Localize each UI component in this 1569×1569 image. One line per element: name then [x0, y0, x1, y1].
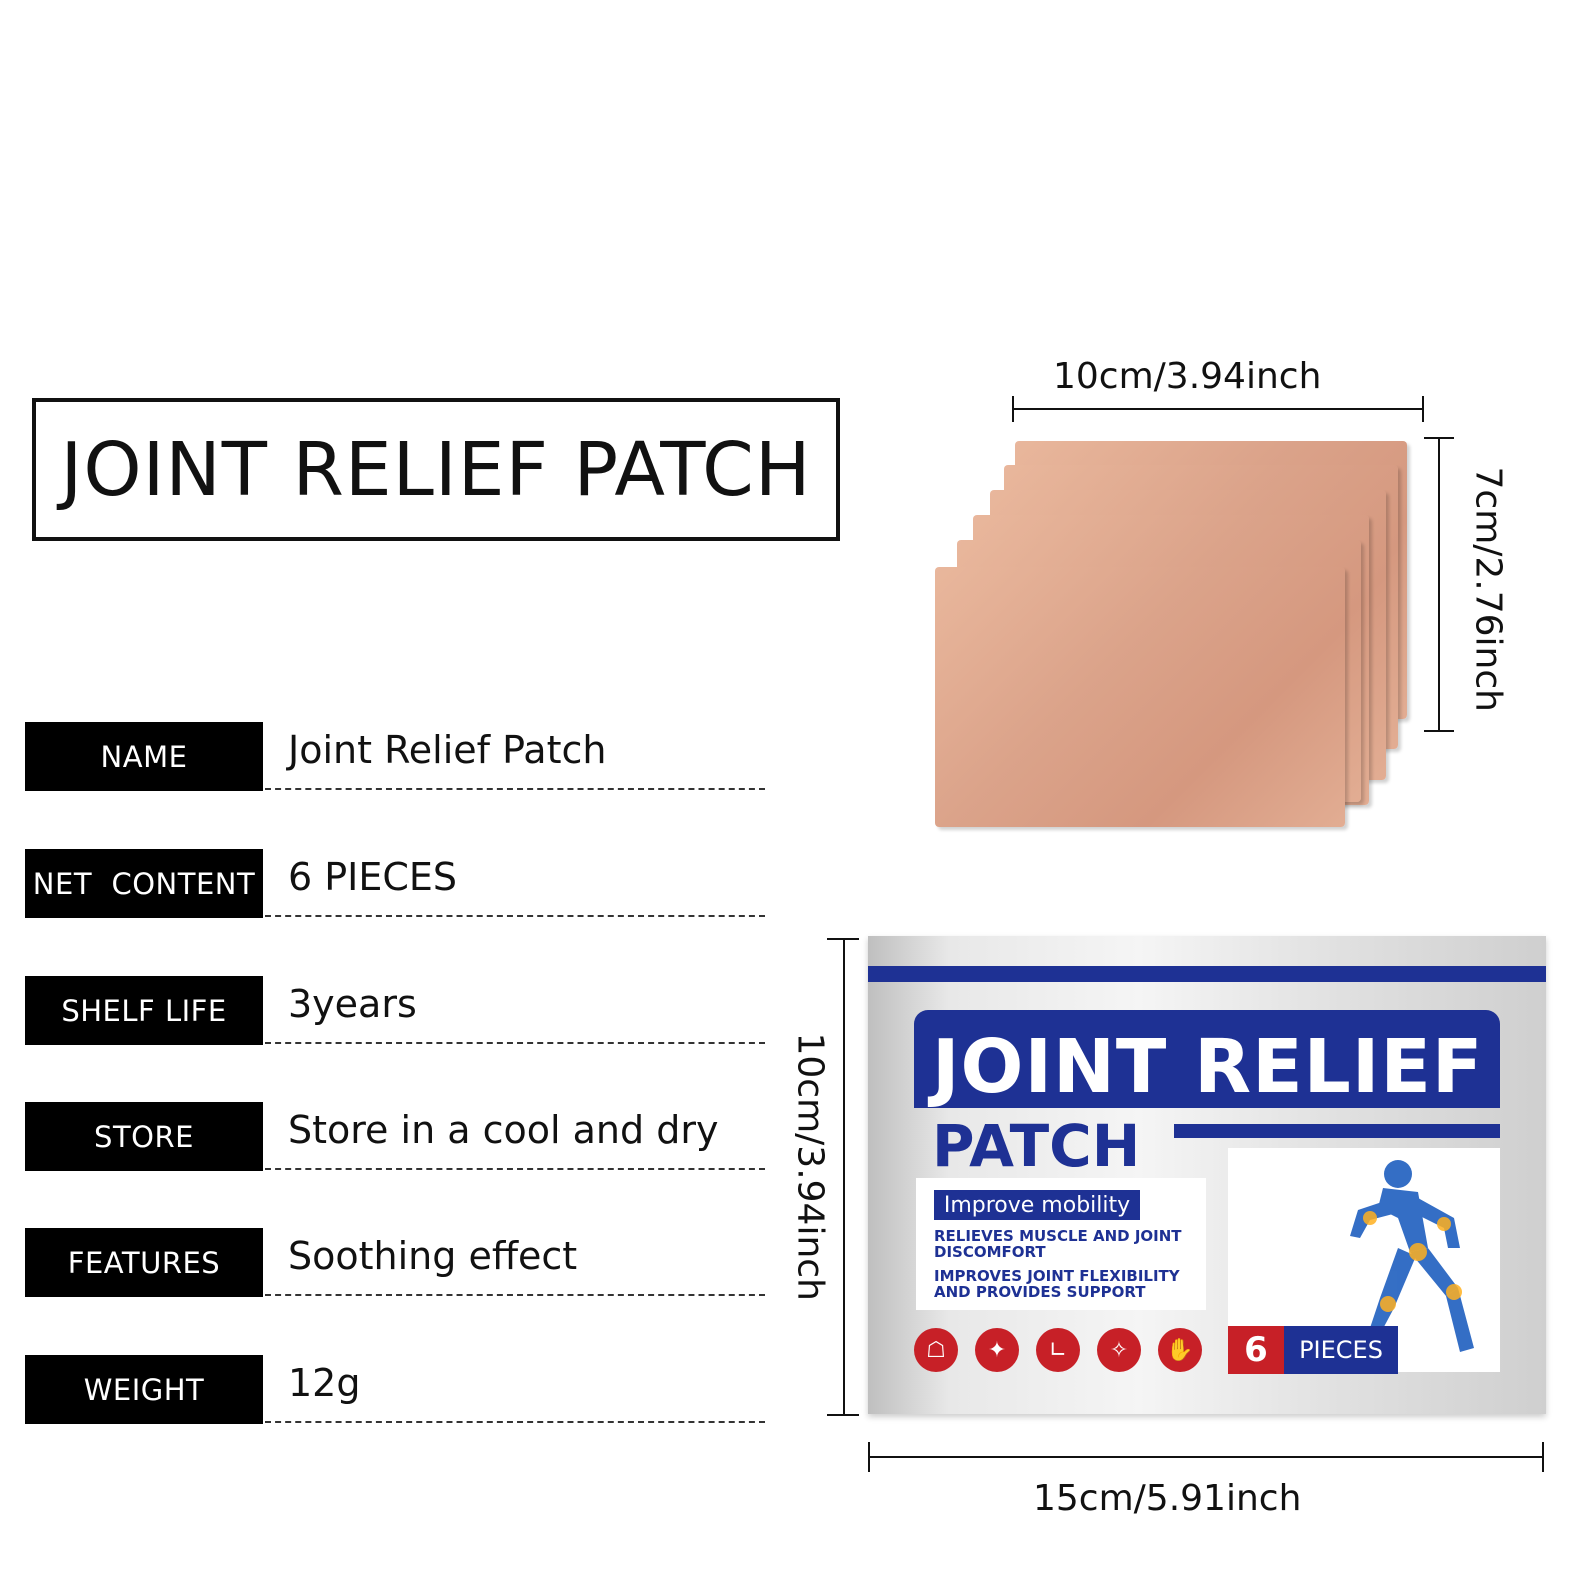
package-title-bg [914, 1010, 1500, 1108]
rule-tick [1424, 730, 1454, 732]
package-subtitle: PATCH [932, 1112, 1141, 1180]
dashed-divider [265, 788, 765, 790]
foot-icon: ∟ [1036, 1328, 1080, 1372]
package-feature: RELIEVES MUSCLE AND JOINT DISCOMFORT [934, 1227, 1182, 1261]
package-feature: IMPROVES JOINT FLEXIBILITY AND PROVIDES … [934, 1267, 1180, 1301]
dashed-divider [265, 1168, 765, 1170]
back-pain-icon: ☖ [914, 1328, 958, 1372]
title-box: JOINT RELIEF PATCH [32, 398, 840, 541]
package-title: JOINT RELIEF [932, 1024, 1484, 1110]
spec-value: Store in a cool and dry [288, 1108, 719, 1152]
shoulder-icon: ✧ [1097, 1328, 1141, 1372]
rule-tick [1542, 1442, 1544, 1472]
pack-width-rule [868, 1456, 1544, 1458]
dashed-divider [265, 1042, 765, 1044]
spec-label: STORE [25, 1102, 263, 1171]
spec-value: 12g [288, 1361, 361, 1405]
spec-row-store: STORE Store in a cool and dry [25, 1102, 765, 1174]
spec-row-features: FEATURES Soothing effect [25, 1228, 765, 1300]
pack-height-label: 10cm/3.94inch [789, 1032, 831, 1301]
spec-row-name: NAME Joint Relief Patch [25, 722, 765, 794]
patch-image [935, 567, 1345, 827]
dashed-divider [265, 1421, 765, 1423]
pack-width-label: 15cm/5.91inch [1033, 1478, 1302, 1519]
rule-tick [827, 938, 859, 940]
page-title: JOINT RELIEF PATCH [60, 426, 812, 513]
dashed-divider [265, 915, 765, 917]
rule-tick [1012, 396, 1014, 422]
package-count: 6 [1228, 1326, 1284, 1374]
patch-height-label: 7cm/2.76inch [1467, 466, 1509, 712]
package-subtitle-line [1174, 1124, 1500, 1138]
spec-label: SHELF LIFE [25, 976, 263, 1045]
rule-tick [827, 1414, 859, 1416]
package-badge: Improve mobility [934, 1190, 1140, 1220]
spec-row-net-content: NET CONTENT 6 PIECES [25, 849, 765, 921]
package-icons: ☖ ✦ ∟ ✧ ✋ [914, 1328, 1202, 1374]
patch-width-rule [1012, 408, 1424, 410]
package-pieces: PIECES [1284, 1326, 1398, 1374]
spec-label: WEIGHT [25, 1355, 263, 1424]
hand-icon: ✋ [1158, 1328, 1202, 1372]
spec-value: Joint Relief Patch [288, 728, 607, 772]
knee-icon: ✦ [975, 1328, 1019, 1372]
package-stripe [868, 966, 1546, 982]
patch-width-label: 10cm/3.94inch [1053, 356, 1322, 397]
spec-row-weight: WEIGHT 12g [25, 1355, 765, 1427]
dashed-divider [265, 1294, 765, 1296]
spec-value: 3years [288, 982, 417, 1026]
rule-tick [1424, 437, 1454, 439]
spec-row-shelf-life: SHELF LIFE 3years [25, 976, 765, 1048]
rule-tick [868, 1442, 870, 1472]
rule-tick [1422, 396, 1424, 422]
spec-value: Soothing effect [288, 1234, 578, 1278]
spec-value: 6 PIECES [288, 855, 458, 899]
pack-height-rule [843, 938, 845, 1416]
package-image: JOINT RELIEF PATCH Improve mobility RELI… [868, 936, 1546, 1414]
spec-label: NET CONTENT [25, 849, 263, 918]
spec-label: FEATURES [25, 1228, 263, 1297]
spec-label: NAME [25, 722, 263, 791]
patch-height-rule [1438, 437, 1440, 732]
